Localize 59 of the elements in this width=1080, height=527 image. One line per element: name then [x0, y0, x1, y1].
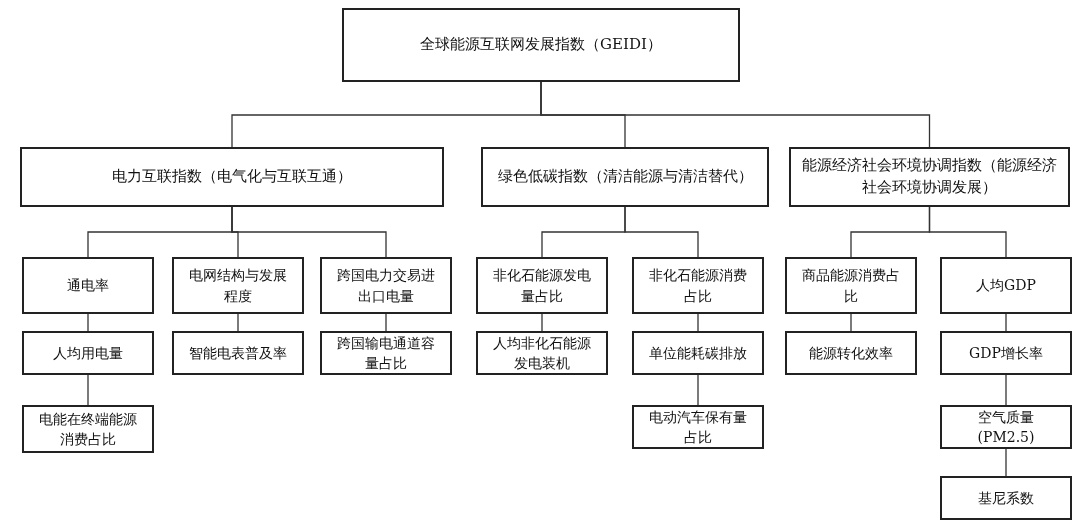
index-label: 单位能耗碳排放: [649, 343, 747, 363]
index-box: [785, 331, 917, 375]
index-label: 智能电表普及率: [189, 343, 287, 363]
index-box: [481, 147, 769, 207]
index-label: 人均非化石能源发电装机: [492, 333, 592, 373]
index-box: [172, 257, 304, 314]
connector-line: [541, 313, 543, 332]
connector-line: [697, 313, 699, 332]
index-label: 能源转化效率: [809, 343, 893, 363]
index-label: 通电率: [67, 276, 109, 296]
index-box: [22, 405, 154, 453]
index-box: [940, 257, 1072, 314]
index-label: 能源经济社会环境协调指数（能源经济社会环境协调发展）: [801, 155, 1058, 198]
index-box: [320, 331, 452, 375]
index-box: [476, 331, 608, 375]
index-box: [342, 8, 740, 82]
index-label: 空气质量(PM2.5): [976, 407, 1036, 447]
index-box: [785, 257, 917, 314]
index-label: 绿色低碳指数（清洁能源与清洁替代）: [497, 166, 753, 188]
index-box: [172, 331, 304, 375]
index-label: 跨国电力交易进出口电量: [336, 266, 436, 306]
index-label: 电动汽车保有量占比: [648, 407, 748, 447]
index-box: [940, 405, 1072, 449]
connector-line: [237, 313, 239, 332]
index-label: 人均用电量: [53, 343, 123, 363]
index-label: 非化石能源发电量占比: [492, 266, 592, 306]
connector-line: [1005, 374, 1007, 406]
connector-line: [540, 81, 931, 148]
connector-line: [231, 206, 387, 258]
connector-line: [1005, 448, 1007, 477]
index-label: 电能在终端能源消费占比: [38, 409, 138, 449]
index-box: [20, 147, 444, 207]
index-box: [22, 331, 154, 375]
index-label: 非化石能源消费占比: [648, 266, 748, 306]
index-box: [22, 257, 154, 314]
index-label: 全球能源互联网发展指数（GEIDI）: [420, 34, 662, 56]
index-box: [632, 405, 764, 449]
connector-line: [928, 206, 1007, 258]
index-label: 人均GDP: [976, 276, 1036, 296]
index-label: 商品能源消费占比: [801, 266, 901, 306]
index-label: 基尼系数: [978, 488, 1034, 508]
index-box: [632, 257, 764, 314]
index-label: 电力互联指数（电气化与互联互通）: [112, 166, 352, 188]
connector-line: [1005, 313, 1007, 332]
index-box: [320, 257, 452, 314]
connector-line: [87, 313, 89, 332]
index-box: [789, 147, 1070, 207]
index-box: [940, 331, 1072, 375]
index-box: [940, 476, 1072, 520]
connector-line: [385, 313, 387, 332]
index-label: 跨国输电通道容量占比: [336, 333, 436, 373]
index-label: 电网结构与发展程度: [188, 266, 288, 306]
connector-line: [87, 374, 89, 406]
index-label: GDP增长率: [969, 343, 1043, 363]
index-box: [632, 331, 764, 375]
connector-line: [624, 206, 699, 258]
connector-line: [850, 313, 852, 332]
connector-line: [697, 374, 699, 406]
index-box: [476, 257, 608, 314]
